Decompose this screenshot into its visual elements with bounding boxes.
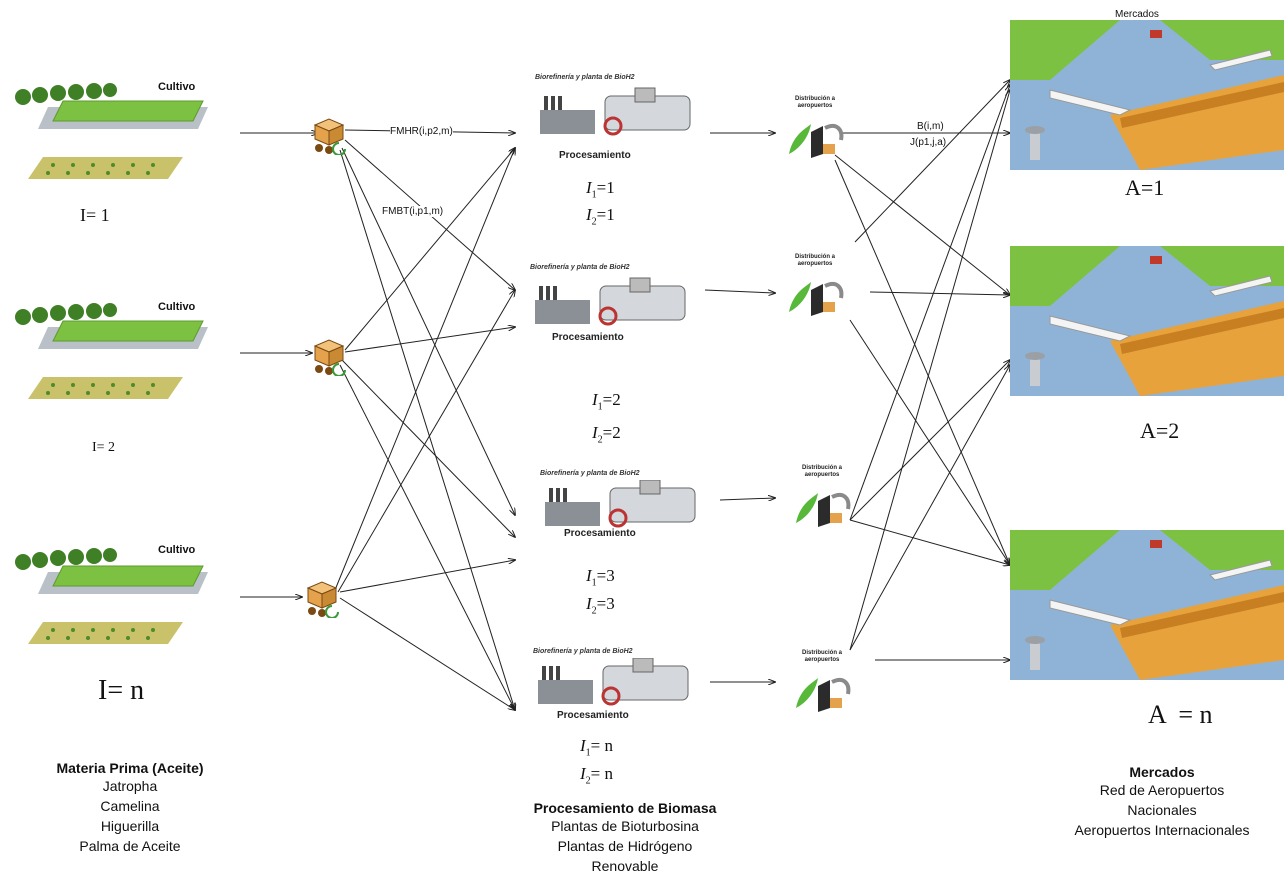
crop-label: Cultivo [158, 544, 196, 556]
processing-item: Plantas de Bioturbosina [551, 818, 699, 834]
markets-header: Mercados [1115, 9, 1159, 20]
crop-block-1: Cultivo [8, 75, 228, 195]
distribution-label: Distribución a aeropuertos [794, 96, 835, 109]
distribution-label: Distribución a aeropuertos [801, 650, 842, 663]
plant-index-i1: I1= n [580, 736, 614, 759]
crop-block-2: Cultivo [8, 295, 228, 415]
airport-illustration [1010, 530, 1284, 680]
distribution-icon [796, 677, 851, 712]
flow-label-fmhr: FMHR(i,p2,m) [390, 126, 453, 137]
plant-caption: Procesamiento [552, 332, 624, 343]
plant-index-i2: I2=2 [592, 423, 621, 446]
distribution-icon [796, 492, 851, 527]
distribution-icon [789, 123, 844, 158]
crop-index-n: I= n [98, 675, 145, 706]
distribution-label: Distribución a aeropuertos [801, 465, 842, 478]
processing-plant-1: Biorefinería y planta de BioH2 Procesami… [535, 74, 715, 164]
flow-label-fmbt: FMBT(i,p1,m) [382, 206, 444, 217]
plant-index-i2: I2=1 [586, 205, 615, 228]
processing-legend: Procesamiento de Biomasa Plantas de Biot… [515, 800, 735, 876]
crop-index-2: I= 2 [92, 440, 116, 455]
crop-block-n: Cultivo [8, 540, 228, 660]
distribution-node-2: Distribución a aeropuertos [783, 254, 847, 320]
distribution-label: Distribución a aeropuertos [794, 254, 835, 267]
crop-field-icon [15, 548, 208, 644]
markets-item: Red de Aeropuertos [1099, 782, 1225, 798]
plant-caption: Procesamiento [559, 150, 631, 161]
raw-material-item: Higuerilla [100, 818, 160, 834]
markets-legend: Mercados Red de Aeropuertos Nacionales A… [1040, 764, 1284, 840]
plant-index-i1: I1=1 [586, 178, 615, 201]
market-index-2: A=2 [1140, 418, 1180, 443]
refinery-icon [535, 277, 686, 326]
distribution-to-market-arrows [834, 80, 1010, 660]
processing-plant-3: Biorefinería y planta de BioH2 Procesami… [540, 470, 720, 550]
raw-material-title: Materia Prima (Aceite) [56, 760, 204, 776]
raw-material-item: Palma de Aceite [79, 838, 181, 854]
processing-to-distribution-arrows [704, 133, 775, 682]
plant-header: Biorefinería y planta de BioH2 [530, 264, 630, 271]
airport-market-1 [1010, 20, 1284, 170]
distribution-node-1: Distribución a aeropuertos [783, 96, 847, 162]
airport-market-n [1010, 530, 1284, 680]
plant-header: Biorefinería y planta de BioH2 [540, 470, 640, 477]
airport-illustration [1010, 246, 1284, 396]
plant-header: Biorefinería y planta de BioH2 [533, 648, 633, 655]
crop-to-hub-arrows [240, 133, 318, 597]
flow-label-b: B(i,m) [917, 121, 944, 132]
distribution-node-3: Distribución a aeropuertos [790, 465, 854, 531]
plant-index-i2: I2=3 [586, 594, 615, 617]
refinery-icon [538, 658, 689, 706]
crop-field-icon [15, 83, 208, 179]
collection-hub-icon [313, 118, 346, 155]
markets-title: Mercados [1129, 764, 1195, 780]
crop-index-1: I= 1 [80, 205, 110, 225]
airport-market-2 [1010, 246, 1284, 396]
crop-label: Cultivo [158, 301, 196, 313]
processing-title: Procesamiento de Biomasa [533, 800, 717, 816]
raw-material-item: Camelina [100, 798, 160, 814]
hub-to-processing-arrows [334, 129, 515, 710]
plant-index-i1: I1=2 [592, 390, 621, 413]
processing-plant-n: Biorefinería y planta de BioH2 Procesami… [533, 648, 713, 728]
refinery-icon [545, 480, 696, 528]
airport-illustration [1010, 20, 1284, 170]
crop-label: Cultivo [158, 81, 196, 93]
raw-material-item: Jatropha [102, 778, 158, 794]
markets-item: Aeropuertos Internacionales [1074, 822, 1250, 838]
raw-material-legend: Materia Prima (Aceite) Jatropha Camelina… [20, 760, 240, 856]
processing-item: Renovable [591, 858, 659, 874]
markets-item: Nacionales [1127, 802, 1197, 818]
processing-item: Plantas de Hidrógeno [557, 838, 693, 854]
distribution-icon [789, 281, 844, 316]
processing-plant-2: Biorefinería y planta de BioH2 Procesami… [530, 264, 710, 354]
distribution-node-n: Distribución a aeropuertos [790, 650, 854, 716]
market-index-n: A = n [1148, 700, 1213, 729]
plant-index-i2: I2= n [580, 764, 614, 787]
collection-hub-icon [313, 339, 346, 376]
crop-field-icon [15, 303, 208, 399]
plant-caption: Procesamiento [564, 528, 636, 539]
plant-caption: Procesamiento [557, 710, 629, 721]
plant-index-i1: I1=3 [586, 566, 615, 589]
flow-label-j: J(p1,j,a) [910, 137, 947, 148]
market-index-1: A=1 [1125, 175, 1165, 200]
plant-header: Biorefinería y planta de BioH2 [535, 74, 635, 81]
refinery-icon [540, 87, 691, 136]
collection-hub-icon [306, 581, 339, 618]
